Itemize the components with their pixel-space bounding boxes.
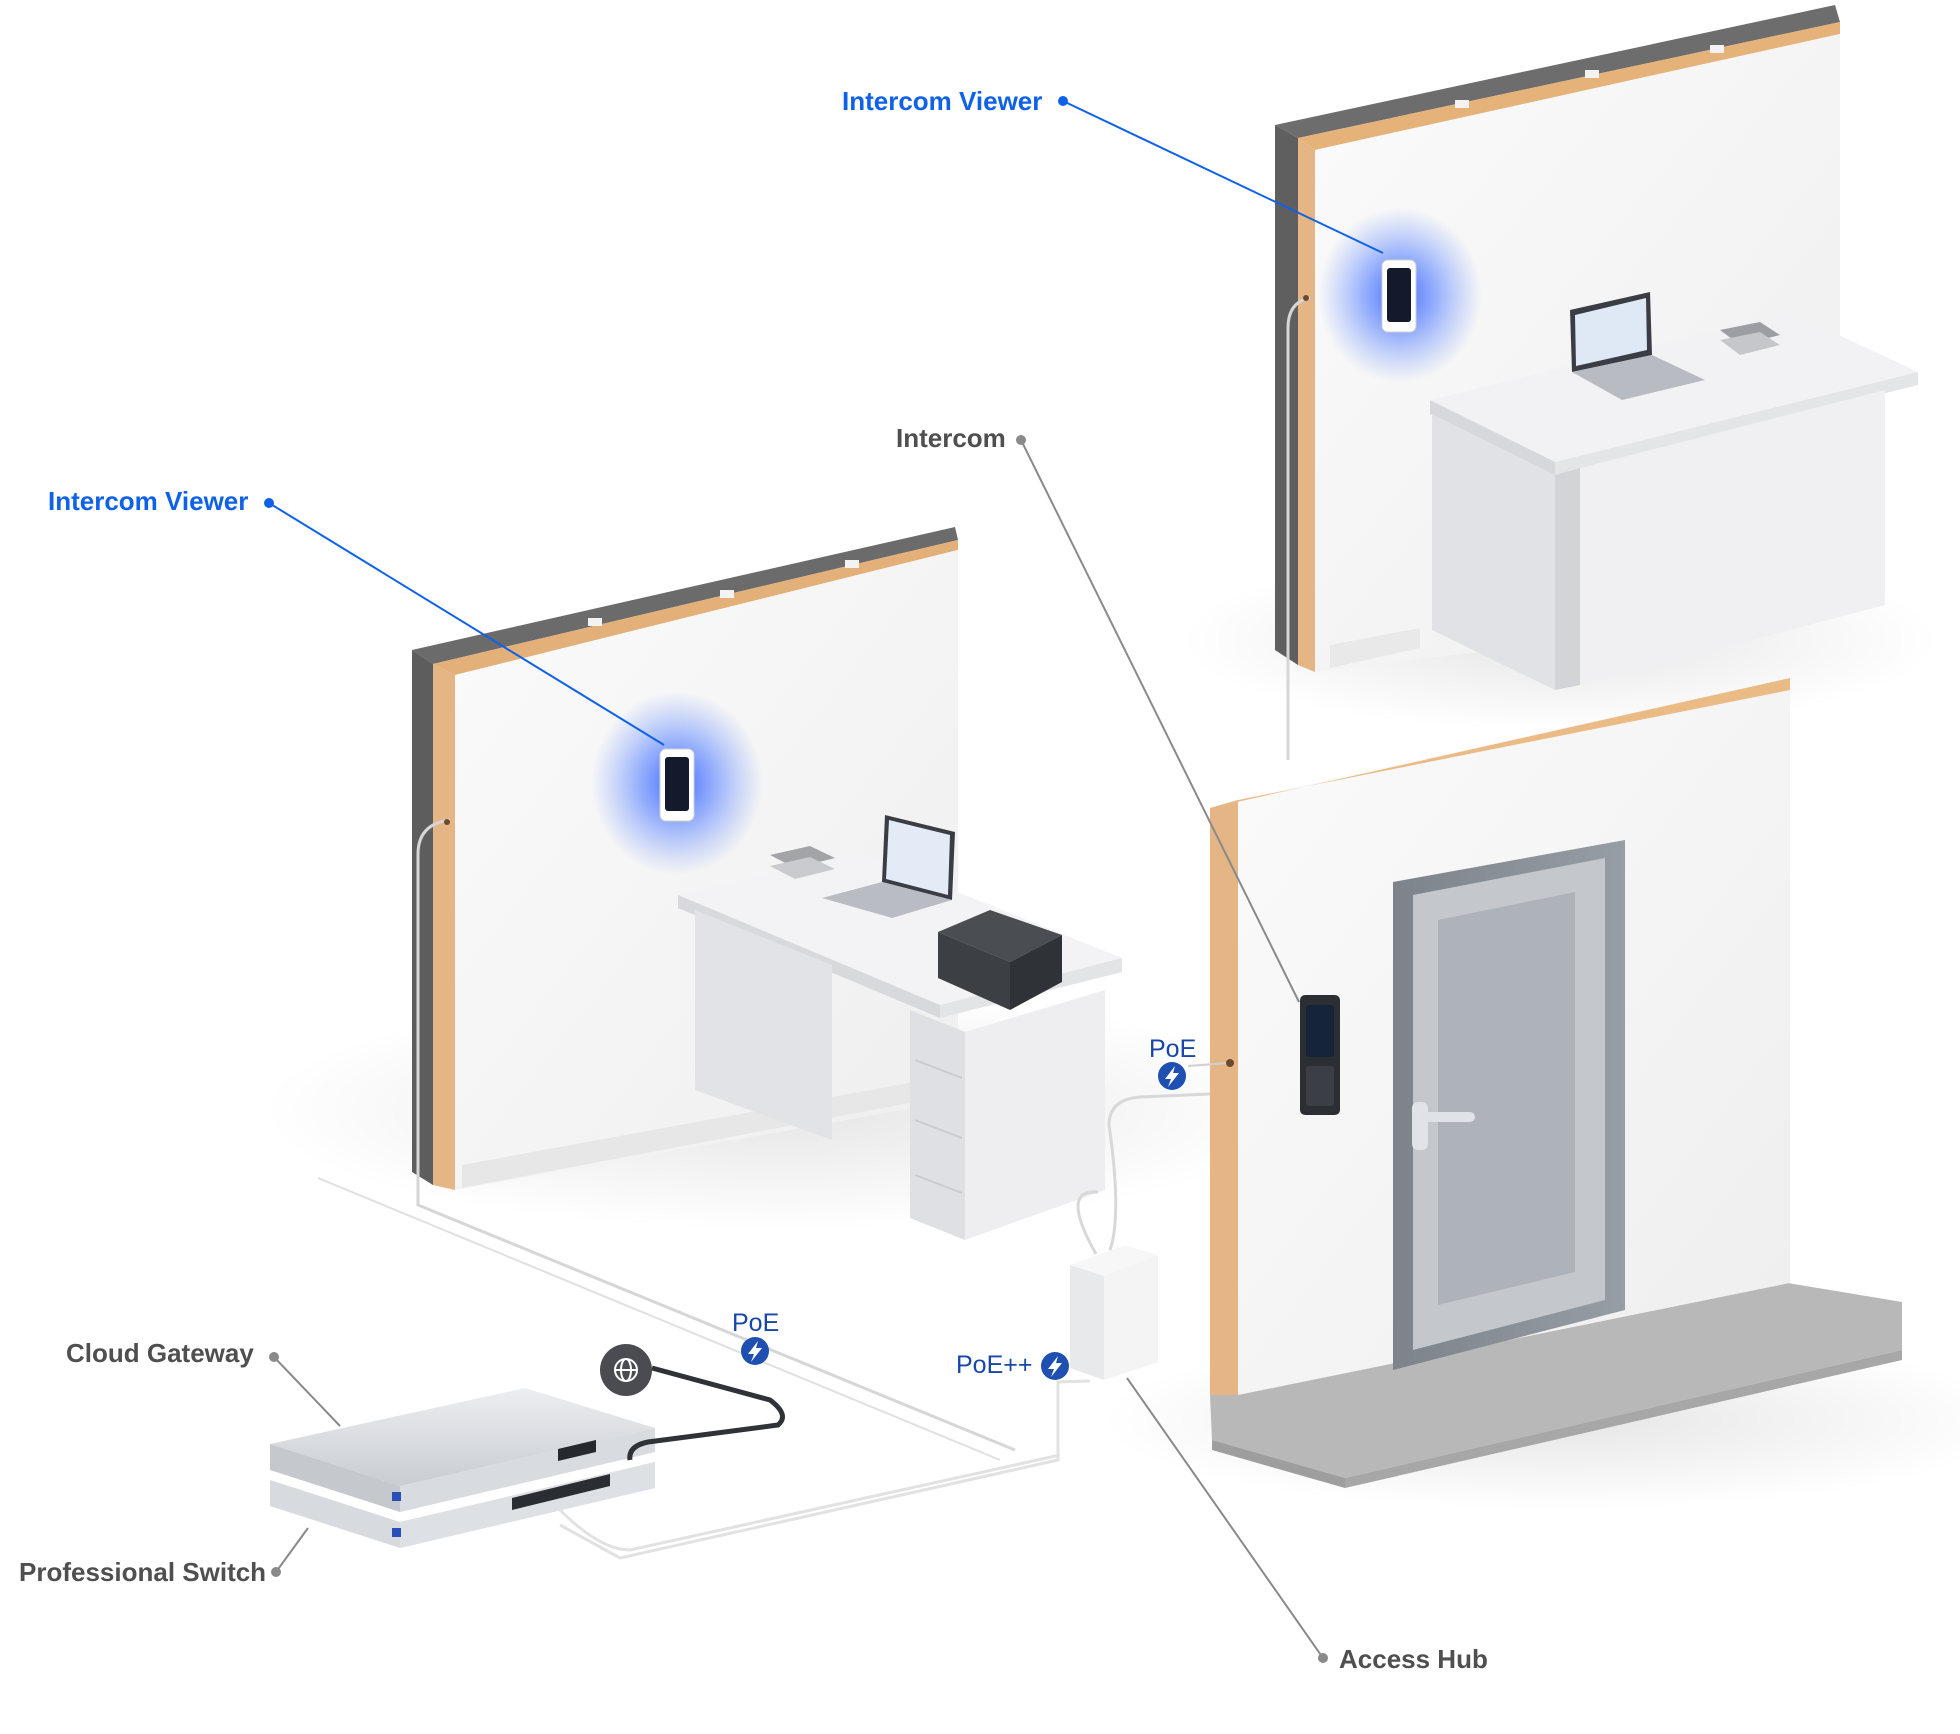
lightning-bolt-icon [1041,1352,1069,1380]
cloud-gateway-device [270,1388,655,1512]
lightning-bolt-icon [1158,1062,1186,1090]
intercom-viewer-label-left: Intercom Viewer [48,486,249,516]
professional-switch-device [270,1462,655,1548]
globe-icon [600,1344,652,1396]
access-hub-device [559,1092,1211,1560]
left-office-wall [317,527,1016,1461]
poe-label-door: PoE [1149,1035,1197,1063]
intercom-viewer-label-top: Intercom Viewer [842,86,1043,116]
intercom-device-door [1300,995,1340,1115]
intercom-viewer-device-upper [1381,259,1417,333]
poe-plus-label: PoE++ [956,1351,1033,1379]
intercom-viewer-device-left [659,748,695,822]
lightning-bolt-icon [741,1337,769,1365]
upper-desk [1430,292,1918,690]
poe-label-left: PoE [732,1309,780,1337]
access-hub-label: Access Hub [1339,1644,1488,1674]
callout-lines [264,96,1384,1663]
intercom-label: Intercom [896,423,1006,453]
cloud-gateway-label: Cloud Gateway [66,1338,254,1368]
entrance-wall [1210,678,1902,1488]
professional-switch-label: Professional Switch [19,1557,267,1587]
left-desk [678,815,1122,1240]
